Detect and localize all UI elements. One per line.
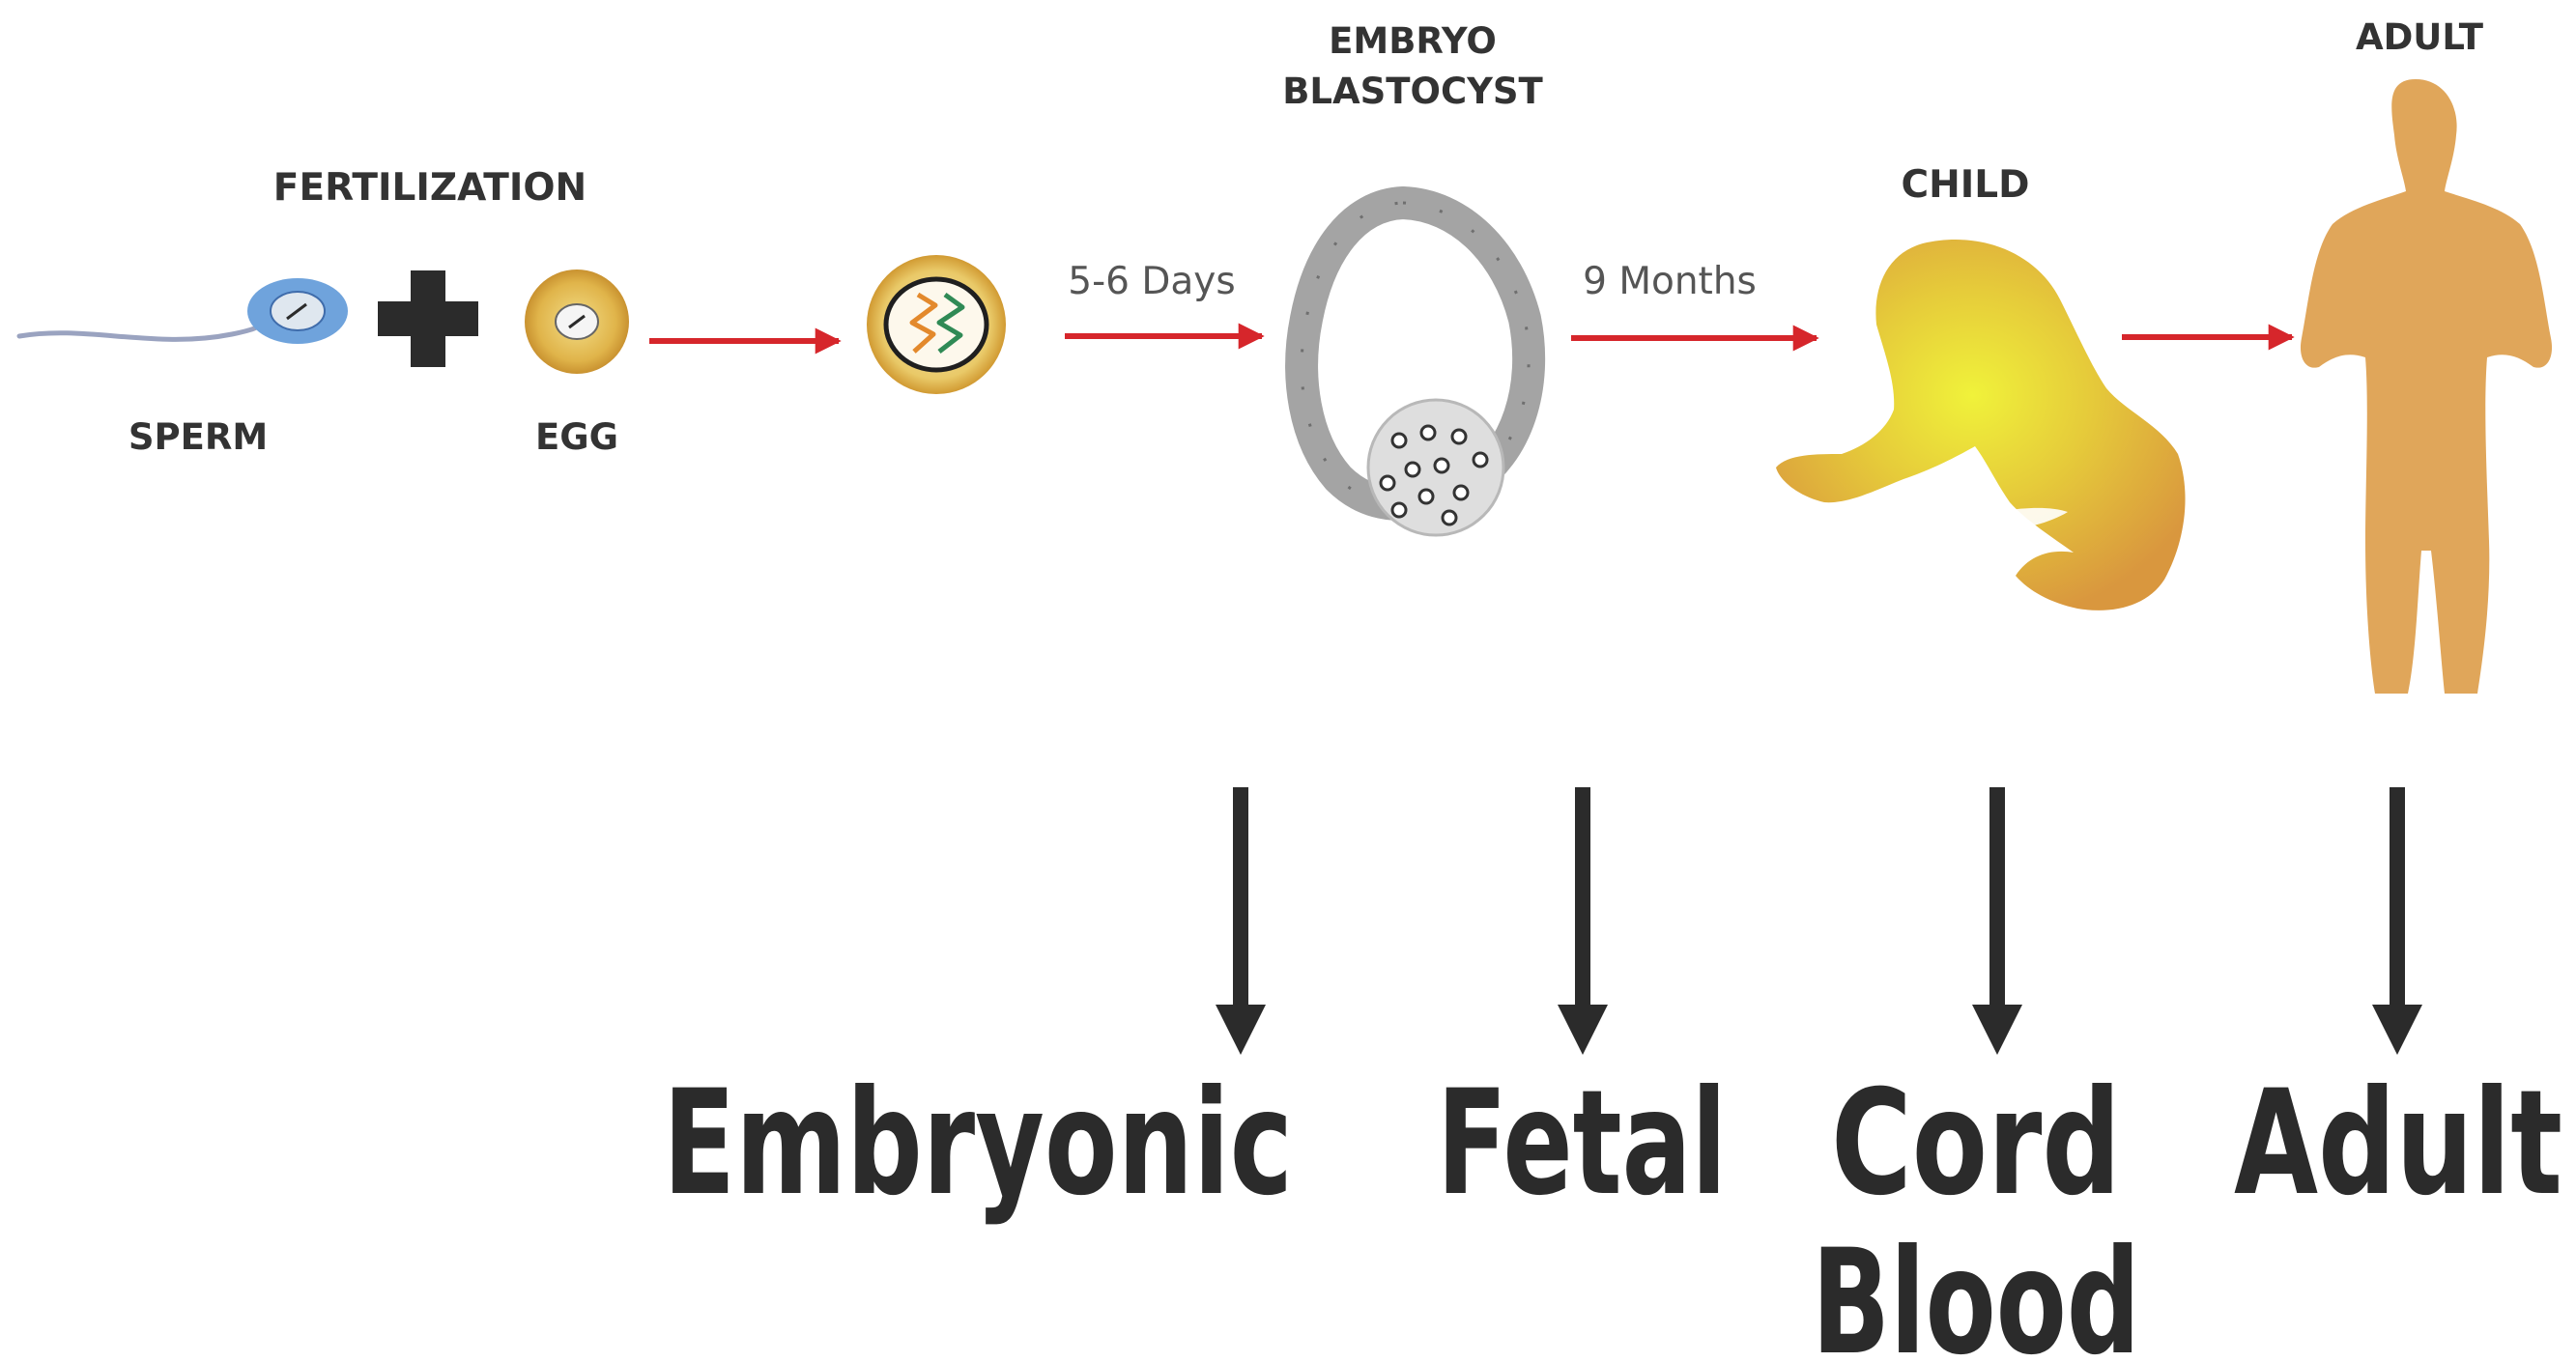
child-icon bbox=[1776, 240, 2186, 610]
plus-icon bbox=[378, 270, 478, 367]
fertilization-label: FERTILIZATION bbox=[273, 166, 587, 210]
child-label: CHILD bbox=[1902, 163, 2030, 207]
sperm-icon bbox=[19, 278, 348, 344]
duration-5-6-days: 5-6 Days bbox=[1068, 260, 1235, 303]
sperm-label: SPERM bbox=[129, 416, 268, 458]
egg-label: EGG bbox=[535, 416, 618, 458]
duration-9-months: 9 Months bbox=[1583, 260, 1757, 303]
adult-icon bbox=[2301, 79, 2552, 694]
arrow-down-cord-blood bbox=[1972, 787, 2022, 1055]
fetal-label: Fetal bbox=[1437, 1060, 1727, 1228]
egg-icon bbox=[525, 270, 629, 374]
embryonic-label: Embryonic bbox=[663, 1060, 1293, 1228]
embryo-label: EMBRYO bbox=[1329, 20, 1497, 62]
arrow-down-embryonic bbox=[1216, 787, 1266, 1055]
cord-label: Cord bbox=[1831, 1060, 2121, 1228]
adult-stage-label: ADULT bbox=[2356, 16, 2484, 58]
stem-cell-source-arrows bbox=[1216, 787, 2422, 1055]
blood-label: Blood bbox=[1812, 1219, 2140, 1362]
adult-type-label: Adult bbox=[2234, 1060, 2562, 1228]
arrow-down-fetal bbox=[1558, 787, 1608, 1055]
blastocyst-icon bbox=[1302, 203, 1529, 535]
arrow-down-adult bbox=[2372, 787, 2422, 1055]
blastocyst-label: BLASTOCYST bbox=[1282, 71, 1543, 112]
zygote-icon bbox=[867, 255, 1006, 394]
